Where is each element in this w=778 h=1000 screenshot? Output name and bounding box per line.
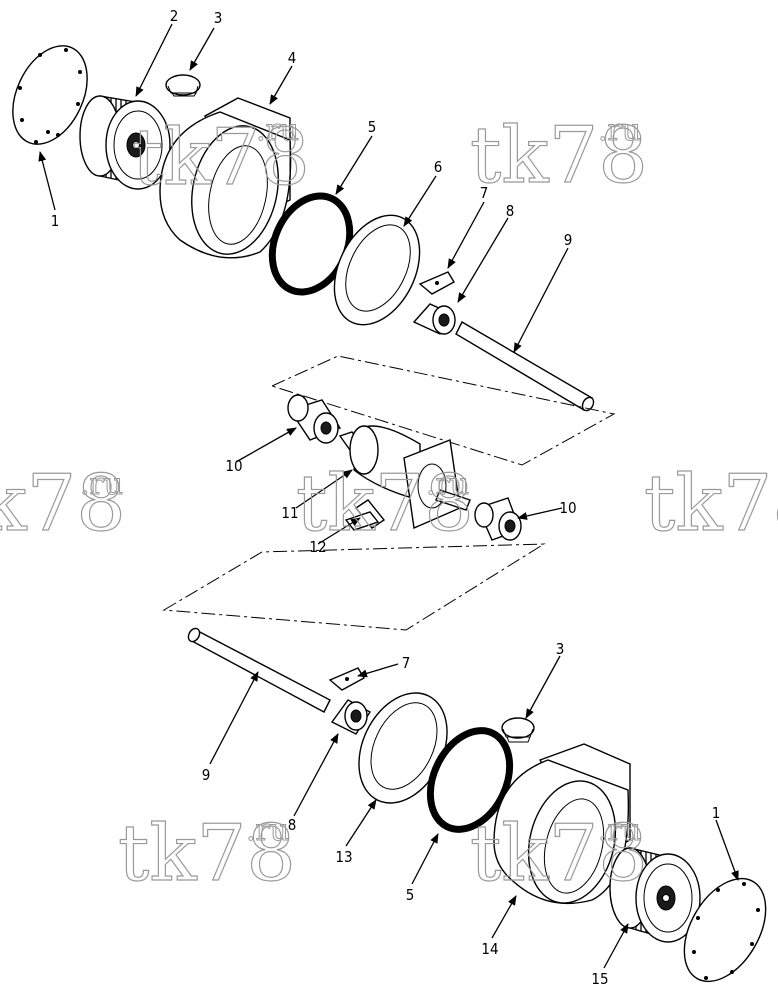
watermark-suffix: .ru [598,113,641,148]
blower-wheel-upper [79,95,171,190]
cover-plate-upper [12,45,88,145]
callout-5-upper: 5 [368,118,377,136]
watermark-text: tk78 [470,809,648,899]
callout-12: 12 [309,538,326,556]
callout-1-upper: 1 [51,212,60,230]
bearing-upper [412,303,456,335]
watermarks: tk78 .ru tk78 .ru tk78 .ru tk78 .ru tk78… [0,110,778,899]
blower-wheel-lower [609,847,701,943]
watermark-suffix: .ru [256,113,299,148]
callout-11: 11 [281,504,298,522]
alignment-frame-lower [162,543,546,631]
leader-lines [38,23,739,969]
watermark-text: tk78 [470,111,648,201]
watermark-suffix: .ru [598,813,641,848]
callout-2: 2 [170,7,179,25]
callout-7-lower: 7 [402,654,411,672]
callout-10-left: 10 [225,457,242,475]
callout-6: 6 [434,158,443,176]
callout-9-lower: 9 [202,766,211,784]
blower-housing-lower [493,743,631,905]
watermark-suffix: .ru [80,467,123,502]
mounting-plate-upper [333,214,421,326]
watermark-text: tk78 [118,809,296,899]
coupling-left [287,394,342,444]
callout-4: 4 [288,49,297,67]
clip-bracket-upper [418,271,455,295]
shaft-upper [455,321,595,412]
callout-8-upper: 8 [506,202,515,220]
shaft-lower [187,627,331,713]
gasket-ring-lower [426,727,514,833]
watermark-suffix: .ru [426,467,469,502]
coupling-right [474,497,522,541]
callout-14: 14 [481,940,498,958]
cover-plate-lower [683,877,767,983]
watermark-text: tk78 [132,113,310,203]
cap-plug-upper [165,74,201,97]
bearing-lower [330,699,371,735]
callout-5-lower: 5 [406,886,415,904]
watermark-text: tk78 [644,459,778,549]
blower-housing-upper [159,97,292,259]
callout-10-right: 10 [559,499,576,517]
callout-3-lower: 3 [556,640,565,658]
motor [338,425,471,530]
alignment-frame-upper [270,355,616,466]
watermark-text: tk78 [296,459,474,549]
callout-15: 15 [591,970,608,988]
watermark-text: tk78 [0,459,126,549]
callout-labels: 1 2 3 4 5 6 7 8 9 10 11 12 10 7 3 9 8 13… [51,7,721,988]
callout-3-upper: 3 [214,9,223,27]
cap-plug-lower [501,717,535,743]
watermark-suffix: .ru [246,813,289,848]
callout-8-lower: 8 [288,816,297,834]
clip-bracket-lower [328,667,365,691]
callout-13: 13 [335,848,352,866]
callout-7-upper: 7 [480,184,489,202]
callout-9-upper: 9 [564,231,573,249]
callout-1-lower: 1 [712,804,721,822]
